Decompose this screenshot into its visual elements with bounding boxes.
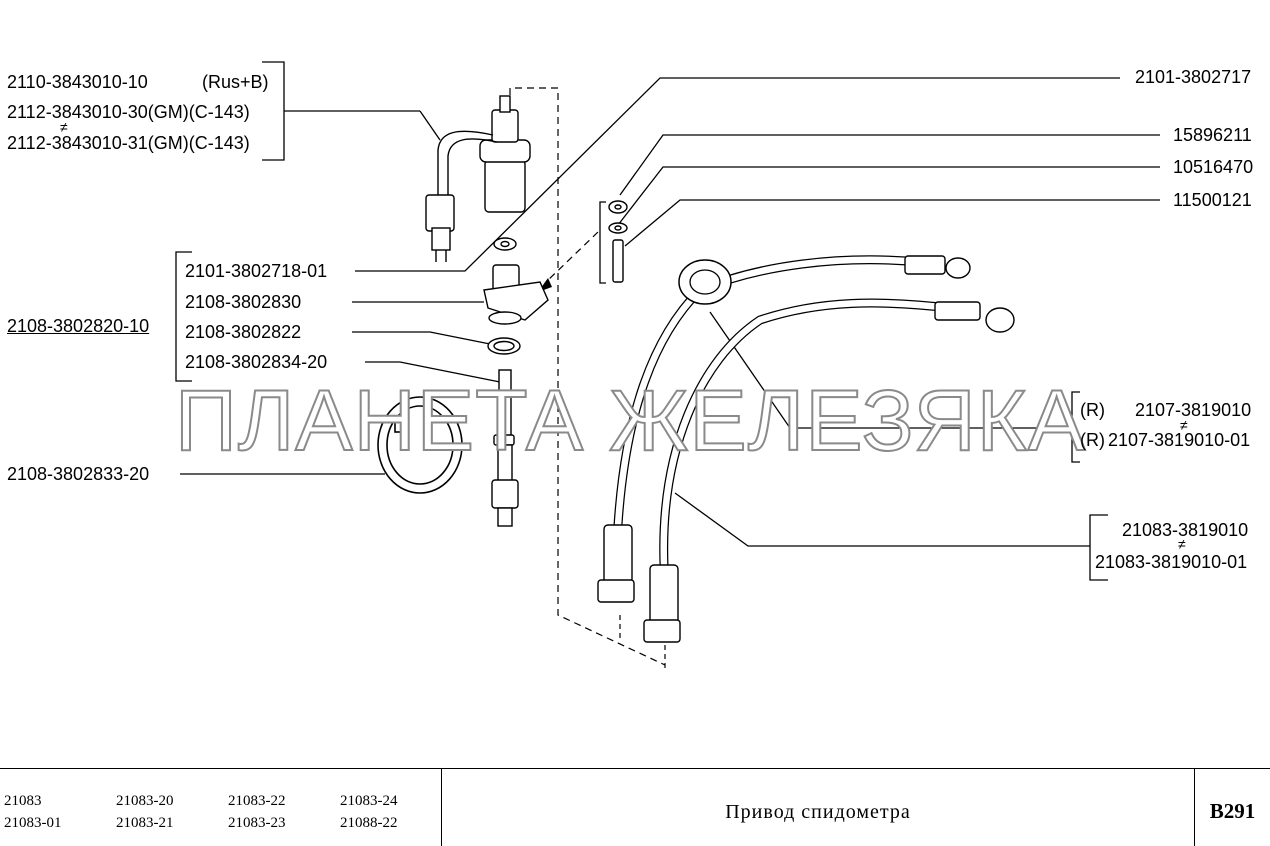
- label-cable-1-prefix-a: (R): [1080, 400, 1105, 420]
- label-sensor-3: 2112-3843010-31(GM)(C-143): [7, 133, 250, 153]
- watermark: ПЛАНЕТА ЖЕЛЕЗЯКА: [174, 372, 1087, 470]
- label-shaft: 2108-3802834-20: [185, 352, 328, 372]
- label-sensor-1: 2110-3843010-10: [7, 72, 148, 92]
- drive-shaft-drawing: [491, 369, 519, 527]
- drive-housing-drawing: [483, 237, 549, 355]
- leader-stud: [624, 199, 1160, 247]
- label-washer-1: 2101-3802718-01: [185, 261, 328, 281]
- label-gear-ring: 2108-3802833-20: [7, 464, 150, 484]
- not-equal-symbol: ≠: [1180, 417, 1188, 433]
- model-code: 21088-22: [340, 815, 398, 831]
- speedometer-cables-drawing: [597, 255, 1015, 643]
- label-sensor-2: 2112-3843010-30(GM)(C-143): [7, 102, 250, 122]
- model-code: 21083-20: [116, 793, 174, 809]
- assembly-dashed-line: [509, 87, 666, 666]
- title-block: 21083 21083-20 21083-22 21083-24 21083-0…: [0, 768, 1270, 846]
- cable-1-bracket: [1071, 391, 1080, 463]
- title-block-divider: [1194, 769, 1195, 846]
- label-cable-1-prefix-b: (R): [1080, 430, 1105, 450]
- label-nut-top: 2101-3802717: [1135, 67, 1252, 87]
- leader-washer-1: [355, 77, 1120, 272]
- leader-cable-1: [709, 311, 1072, 429]
- not-equal-symbol: ≠: [60, 119, 68, 135]
- leader-nut: [619, 134, 1160, 196]
- leader-washer: [617, 166, 1160, 226]
- label-assembly: 2108-3802820-10: [7, 316, 150, 336]
- label-cable-1b: 2107-3819010-01: [1108, 430, 1251, 450]
- label-o-ring: 2108-3802822: [185, 322, 302, 342]
- label-cable-2b: 21083-3819010-01: [1095, 552, 1248, 572]
- model-code: 21083-01: [4, 815, 62, 831]
- leader-o-ring: [352, 331, 491, 345]
- leader-cable-2: [674, 492, 1090, 547]
- label-stud: 11500121: [1173, 190, 1252, 210]
- model-code: 21083-21: [116, 815, 174, 831]
- stud-bracket: [599, 201, 606, 284]
- label-housing: 2108-3802830: [185, 292, 302, 312]
- diagram-title: Привод спидометра: [725, 801, 911, 823]
- label-nut: 15896211: [1173, 125, 1252, 145]
- stud-dashed-arrow: [544, 231, 599, 284]
- leader-shaft: [365, 361, 501, 383]
- not-equal-symbol: ≠: [1178, 536, 1186, 552]
- title-block-divider: [441, 769, 442, 846]
- label-washer: 10516470: [1173, 157, 1254, 177]
- leader-sensor-end: [419, 110, 441, 141]
- model-code: 21083-24: [340, 793, 398, 809]
- page-code: B291: [1209, 799, 1256, 823]
- gear-ring-drawing: [377, 396, 463, 494]
- label-sensor-1-note: (Rus+B): [202, 72, 269, 92]
- cable-2-bracket: [1089, 514, 1108, 581]
- label-cable-1a: 2107-3819010: [1135, 400, 1252, 420]
- model-code: 21083-23: [228, 815, 286, 831]
- speed-sensor-drawing: [425, 95, 531, 262]
- assembly-bracket: [175, 251, 192, 382]
- model-code: 21083: [4, 793, 42, 809]
- label-cable-2a: 21083-3819010: [1122, 520, 1249, 540]
- model-code: 21083-22: [228, 793, 286, 809]
- fastener-drawing: [608, 200, 628, 283]
